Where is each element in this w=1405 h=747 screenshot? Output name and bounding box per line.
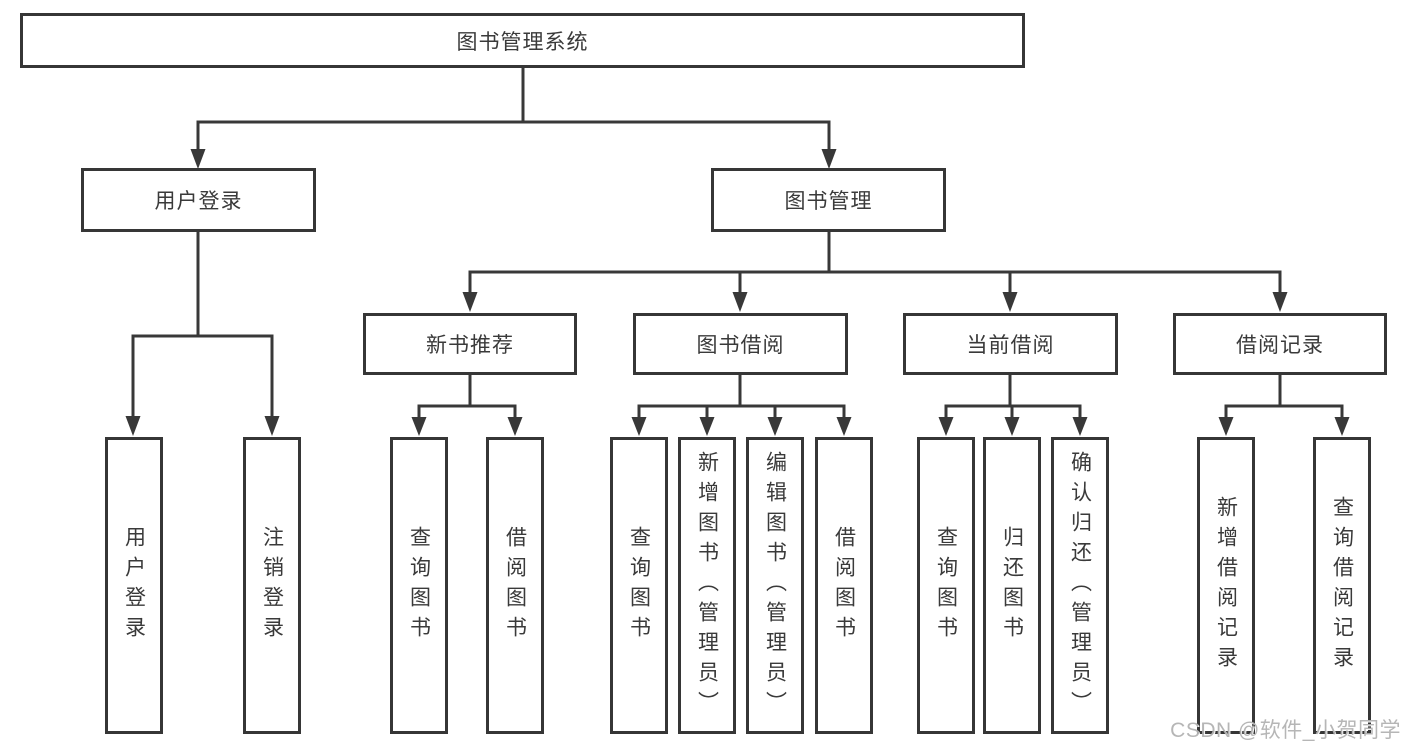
node-label: 图书借阅 <box>696 334 785 357</box>
arrowhead-icon <box>264 416 280 436</box>
connector-new-book-split <box>411 375 523 436</box>
connector-borrow-records-split <box>1218 375 1350 436</box>
arrowhead-icon <box>190 149 206 169</box>
arrowhead-icon <box>699 417 715 436</box>
arrowhead-icon <box>1272 292 1288 312</box>
node-new-book-recommend: 新书推荐 <box>363 313 577 375</box>
node-user-login: 用户登录 <box>81 168 316 232</box>
arrowhead-icon <box>1334 417 1350 436</box>
leaf-user-login: 用户登录 <box>105 437 163 734</box>
arrowhead-icon <box>836 417 852 436</box>
leaf-label: 查询图书 <box>627 525 651 646</box>
leaf-borrow-books-recommend: 借阅图书 <box>486 437 544 734</box>
node-label: 图书管理系统 <box>456 30 589 54</box>
leaf-label: 查询图书 <box>407 525 431 646</box>
leaf-logout: 注销登录 <box>243 437 301 734</box>
csdn-watermark: CSDN @软件_小贺同学 <box>1170 719 1401 742</box>
connector-user-login-split <box>125 232 280 436</box>
leaf-query-books-borrow: 查询图书 <box>610 437 668 734</box>
leaf-label: 借阅图书 <box>832 525 856 646</box>
leaf-query-books-current: 查询图书 <box>917 437 975 734</box>
leaf-add-borrow-record: 新增借阅记录 <box>1197 437 1255 734</box>
node-borrow-records: 借阅记录 <box>1173 313 1387 375</box>
connector-book-mgmt-split <box>462 232 1288 312</box>
leaf-label: 确认归还（管理员） <box>1068 450 1092 721</box>
node-label: 用户登录 <box>154 190 243 213</box>
leaf-confirm-return-admin: 确认归还（管理员） <box>1051 437 1109 734</box>
arrowhead-icon <box>1072 417 1088 436</box>
arrowhead-icon <box>462 292 478 312</box>
arrowhead-icon <box>1002 292 1018 312</box>
node-label: 新书推荐 <box>426 334 514 357</box>
leaf-edit-books-admin: 编辑图书（管理员） <box>746 437 804 734</box>
arrowhead-icon <box>732 292 748 312</box>
leaf-label: 注销登录 <box>260 525 284 646</box>
leaf-label: 查询图书 <box>934 525 958 646</box>
leaf-label: 归还图书 <box>1000 525 1024 646</box>
node-label: 借阅记录 <box>1236 334 1324 357</box>
arrowhead-icon <box>1218 417 1234 436</box>
connector-root-split <box>190 68 837 169</box>
node-label: 图书管理 <box>784 190 873 213</box>
leaf-label: 借阅图书 <box>503 525 527 646</box>
node-label: 当前借阅 <box>966 334 1055 357</box>
arrowhead-icon <box>631 417 647 436</box>
connector-book-borrow-split <box>631 375 852 436</box>
node-library-system: 图书管理系统 <box>20 13 1025 68</box>
leaf-query-borrow-record: 查询借阅记录 <box>1313 437 1371 734</box>
connector-current-borrow-split <box>938 375 1088 436</box>
arrowhead-icon <box>1004 417 1020 436</box>
leaf-query-books-recommend: 查询图书 <box>390 437 448 734</box>
arrowhead-icon <box>507 417 523 436</box>
node-book-management: 图书管理 <box>711 168 946 232</box>
arrowhead-icon <box>821 149 837 169</box>
arrowhead-icon <box>125 416 141 436</box>
arrowhead-icon <box>411 417 427 436</box>
leaf-label: 编辑图书（管理员） <box>763 450 787 721</box>
node-book-borrow: 图书借阅 <box>633 313 848 375</box>
leaf-borrow-books: 借阅图书 <box>815 437 873 734</box>
leaf-label: 查询借阅记录 <box>1330 495 1354 676</box>
leaf-label: 新增图书（管理员） <box>695 450 719 721</box>
leaf-label: 新增借阅记录 <box>1214 495 1238 676</box>
arrowhead-icon <box>767 417 783 436</box>
leaf-label: 用户登录 <box>122 525 146 646</box>
node-current-borrow: 当前借阅 <box>903 313 1118 375</box>
leaf-return-books: 归还图书 <box>983 437 1041 734</box>
leaf-add-books-admin: 新增图书（管理员） <box>678 437 736 734</box>
arrowhead-icon <box>938 417 954 436</box>
